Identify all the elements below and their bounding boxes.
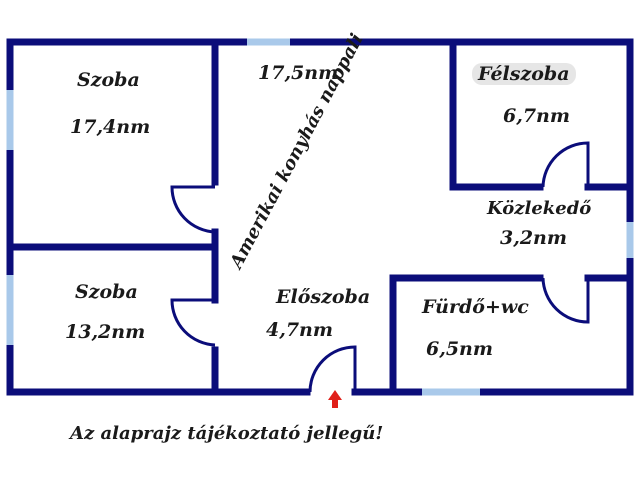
hall-area: 4,7nm [266, 319, 333, 341]
room1-area: 17,4nm [70, 116, 151, 138]
hall-name: Előszoba [276, 286, 371, 308]
arrow-up-icon [328, 390, 342, 408]
windows [6, 38, 634, 396]
half-room-name: Félszoba [472, 63, 576, 85]
room2-name: Szoba [75, 281, 138, 303]
door-entrance [308, 345, 357, 393]
disclaimer: Az alaprajz tájékoztató jellegű! [70, 423, 384, 444]
door-room2 [170, 298, 216, 347]
bath-area: 6,5nm [426, 338, 493, 360]
living-area: 17,5nm [258, 62, 339, 84]
doors [170, 141, 590, 393]
room1-name: Szoba [77, 69, 140, 91]
corridor-area: 3,2nm [500, 227, 567, 249]
room2-area: 13,2nm [65, 321, 146, 343]
door-felszoba [541, 141, 590, 188]
half-room-area: 6,7nm [503, 105, 570, 127]
bath-name: Fürdő+wc [422, 296, 529, 318]
door-room1 [170, 185, 216, 234]
door-bath [541, 277, 590, 324]
corridor-name: Közlekedő [487, 198, 592, 219]
